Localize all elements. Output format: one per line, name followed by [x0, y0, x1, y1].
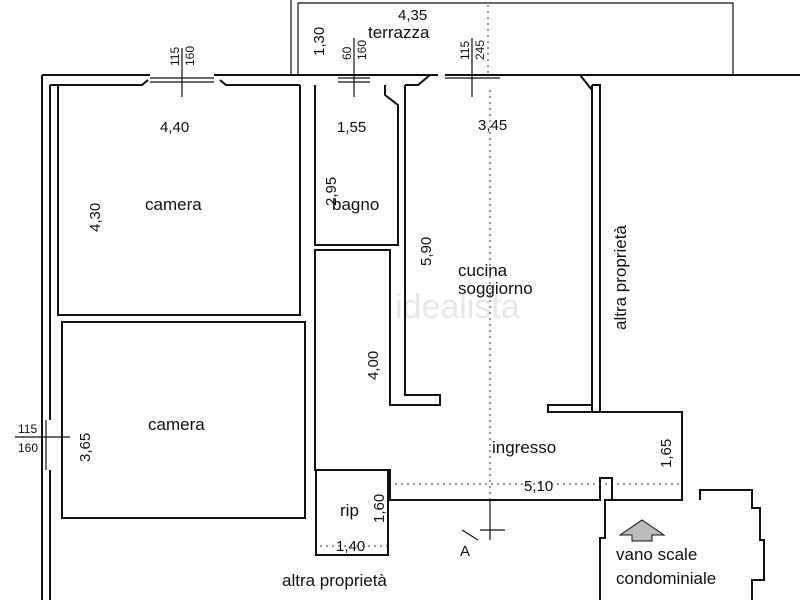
section-line: A [460, 90, 505, 560]
dim-terrazza-depth: 1,30 [311, 27, 328, 56]
altra-proprieta-bottom: altra proprietà [282, 571, 387, 590]
room-cucina: cucina [458, 261, 508, 280]
dim-window-2-b: 160 [355, 40, 369, 60]
entrance-arrow-icon [618, 519, 666, 542]
dim-window-1-b: 160 [183, 46, 197, 66]
dim-rip-depth: 1,60 [371, 494, 388, 523]
dim-camera1-width: 4,40 [160, 119, 189, 136]
room-rip: rip [340, 501, 359, 520]
dim-window-3-b: 245 [473, 40, 487, 60]
altra-proprieta-right: altra proprietà [611, 225, 630, 330]
dim-terrazza-width: 4,35 [398, 7, 427, 24]
dim-cucina-depth: 5,90 [418, 237, 435, 266]
walls [41, 74, 800, 600]
room-camera-1: camera [145, 195, 202, 214]
dim-camera1-depth: 4,30 [87, 203, 104, 232]
watermark: idealista [395, 288, 520, 326]
room-condominiale: condominiale [616, 569, 716, 588]
room-camera-2: camera [148, 415, 205, 434]
terrazza-outline [290, 0, 734, 75]
room-bagno: bagno [332, 195, 379, 214]
dim-camera2-depth: 3,65 [77, 433, 94, 462]
section-mark: A [460, 543, 470, 560]
dim-bagno-depth: 2,95 [323, 177, 340, 206]
dim-ingresso-width: 5,10 [524, 478, 553, 495]
dim-window-2-a: 60 [340, 46, 354, 60]
room-soggiorno: soggiorno [458, 279, 533, 298]
room-terrazza: terrazza [368, 23, 430, 42]
dim-window-1-a: 115 [168, 47, 182, 66]
room-vano-scale: vano scale [616, 545, 697, 564]
room-ingresso: ingresso [492, 438, 556, 457]
dim-cucina-width: 3,45 [478, 117, 507, 134]
dim-corridor-depth: 4,00 [365, 351, 382, 380]
dim-bagno-width: 1,55 [337, 119, 366, 136]
dim-window-3-a: 115 [458, 41, 472, 60]
windows [15, 38, 500, 470]
dim-window-4-a: 115 [18, 422, 37, 436]
dim-ingresso-depth: 1,65 [658, 439, 675, 468]
dim-window-4-b: 160 [18, 441, 38, 455]
